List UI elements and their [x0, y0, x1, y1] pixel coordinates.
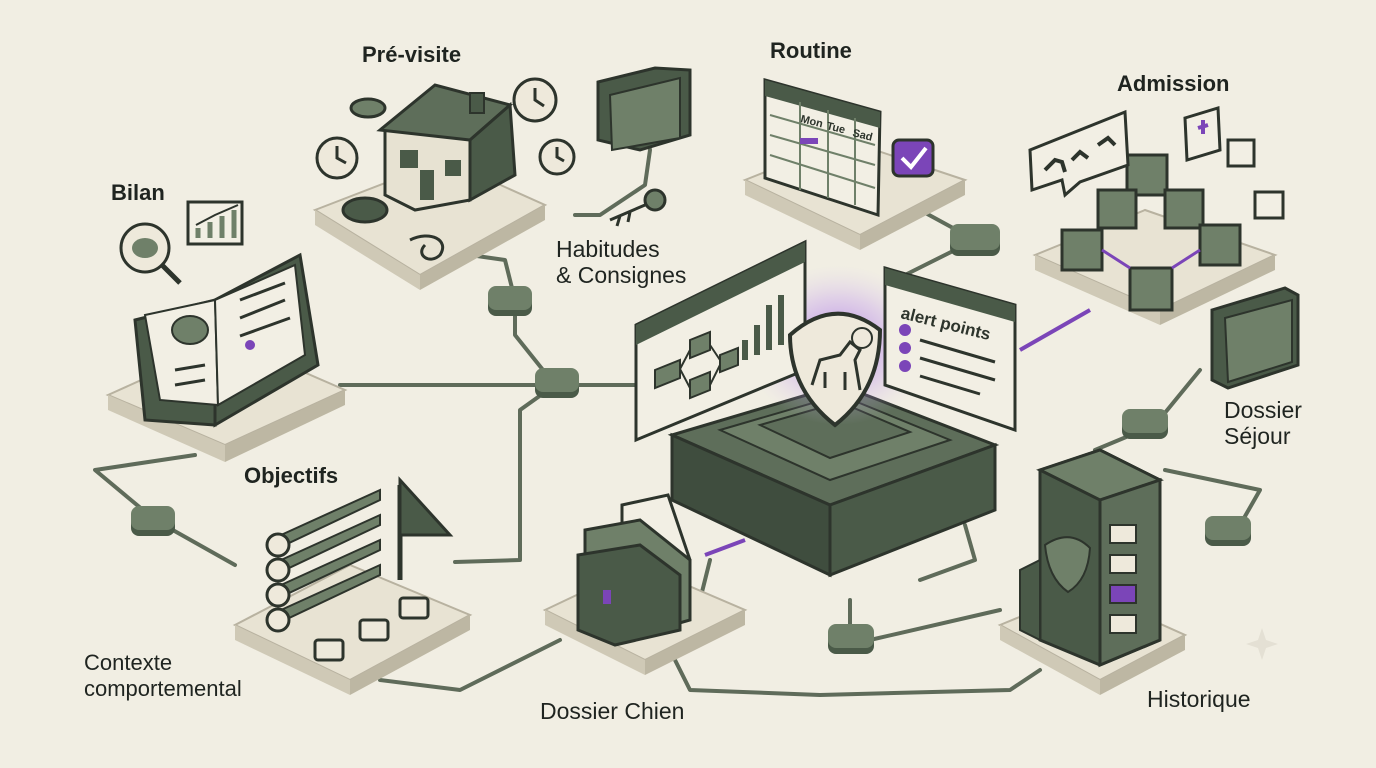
connector-node-7 [828, 624, 874, 654]
clock-icon-top [512, 77, 558, 123]
medical-document-icon [1183, 106, 1222, 162]
link-contexte-chien [378, 638, 562, 692]
link-chien-bottom [658, 628, 1042, 697]
link-node-historique2 [868, 608, 1002, 642]
label-bilan: Bilan [111, 180, 165, 205]
bar-chart-icon [186, 200, 244, 246]
dog-folder-icon [576, 493, 692, 647]
sparkle-icon [1246, 628, 1278, 660]
connector-node-5 [1122, 409, 1168, 439]
checkbox-icon [891, 138, 935, 178]
food-bowl-icon [341, 97, 389, 224]
checklist-icon [265, 488, 381, 633]
alert-points-window: alert points [883, 266, 1017, 433]
connector-node-1 [488, 286, 532, 316]
link-previsite-hub [428, 253, 557, 387]
flowchart-window [634, 239, 807, 443]
open-book-icon [133, 252, 320, 428]
link-hub-objectifs [453, 383, 557, 564]
central-base [667, 383, 1000, 578]
label-dossier-sejour: Dossier Séjour [1224, 397, 1302, 449]
clock-icon-right [538, 138, 576, 176]
objectifs-platform [232, 563, 473, 695]
calendar-day-tue: Tue [825, 120, 846, 136]
leash-icon [409, 234, 444, 261]
connector-node-6 [1205, 516, 1251, 546]
calendar-small-icon-1 [1226, 138, 1256, 168]
cube-network [1060, 153, 1242, 312]
purple-link-base [704, 538, 746, 557]
connector-node-3 [131, 506, 175, 536]
clock-icon-left [315, 136, 359, 180]
connector-nodes [131, 224, 1251, 654]
link-base-right [918, 523, 977, 582]
shield-dog-icon [787, 311, 883, 428]
label-admission: Admission [1117, 71, 1230, 96]
calendar-small-icon-2 [1253, 190, 1285, 220]
folder-icon-right [1210, 286, 1300, 390]
connector-node-2 [535, 368, 579, 398]
magnifier-brain-icon [119, 222, 182, 285]
step-checkboxes [313, 596, 430, 662]
dogs-speech-bubble [1028, 109, 1130, 198]
label-contexte-comportemental: Contexte comportemental [84, 650, 242, 701]
house-icon [376, 83, 517, 212]
archive-tower-icon [1019, 448, 1164, 668]
key-icon [609, 188, 667, 227]
label-historique: Historique [1147, 686, 1251, 712]
purple-link-admission [1019, 308, 1091, 352]
calendar-day-mon: Mon [799, 113, 824, 130]
label-dossier-chien: Dossier Chien [540, 698, 685, 724]
calendar-day-sad: Sad [851, 127, 873, 144]
flag-icon [397, 476, 454, 580]
label-routine: Routine [770, 38, 852, 63]
folder-icon-top [596, 66, 692, 152]
label-objectifs: Objectifs [244, 463, 339, 488]
label-pre-visite: Pré-visite [362, 42, 462, 67]
calendar-window [763, 78, 882, 218]
connector-node-4 [950, 224, 1000, 256]
label-habitudes-consignes: Habitudes & Consignes [556, 236, 687, 288]
link-bilan-node [93, 453, 237, 567]
admission-arrows [1101, 248, 1201, 270]
link-historique-node [1163, 468, 1262, 527]
